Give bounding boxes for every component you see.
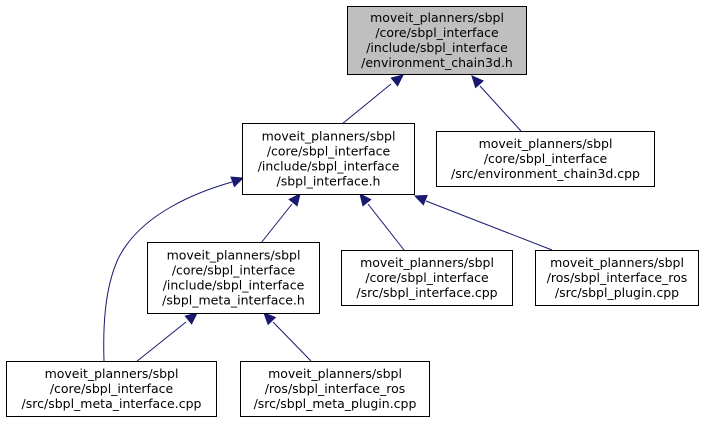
node-label-line: /environment_chain3d.h xyxy=(361,55,513,70)
nodes-layer: moveit_planners/sbpl/core/sbpl_interface… xyxy=(6,6,699,417)
node-label-line: /sbpl_meta_interface.h xyxy=(162,293,305,308)
node-label-line: /src/sbpl_interface.cpp xyxy=(356,285,497,300)
node-box xyxy=(147,242,320,314)
node-box xyxy=(341,250,513,306)
edge-sbpl_interface_cpp-to-sbpl_interface_h xyxy=(359,193,405,251)
node-label-line: /core/sbpl_interface xyxy=(365,270,489,285)
edge-line xyxy=(425,200,553,251)
node-label-line: /include/sbpl_interface xyxy=(258,159,400,174)
edge-line xyxy=(341,83,392,125)
arrowhead xyxy=(184,312,198,325)
node-label-line: /ros/sbpl_interface_ros xyxy=(547,270,688,285)
edge-line xyxy=(135,321,187,363)
node-sbpl_meta_interface_cpp[interactable]: moveit_planners/sbpl/core/sbpl_interface… xyxy=(6,361,217,417)
node-label-line: /ros/sbpl_interface_ros xyxy=(265,381,406,396)
edge-sbpl_meta_interface_cpp-to-sbpl_meta_interface_h xyxy=(135,312,198,363)
node-label-line: moveit_planners/sbpl xyxy=(479,136,613,151)
node-box xyxy=(240,361,430,417)
node-label-line: moveit_planners/sbpl xyxy=(268,366,402,381)
edge-env_chain3d_cpp-to-env_chain3d_h xyxy=(471,75,522,132)
arrowhead xyxy=(390,74,404,87)
arrowhead xyxy=(288,193,301,207)
edge-line xyxy=(103,181,233,362)
edge-sbpl_meta_plugin_cpp-to-sbpl_meta_interface_h xyxy=(263,312,312,362)
node-box xyxy=(6,361,217,417)
arrowhead xyxy=(230,176,245,188)
edge-line xyxy=(479,85,522,132)
node-sbpl_meta_interface_h[interactable]: moveit_planners/sbpl/core/sbpl_interface… xyxy=(147,242,320,314)
arrowhead xyxy=(359,193,372,207)
arrowhead xyxy=(471,75,485,89)
node-label-line: /src/sbpl_meta_interface.cpp xyxy=(22,396,202,411)
node-label-line: moveit_planners/sbpl xyxy=(370,10,504,25)
node-sbpl_meta_plugin_cpp[interactable]: moveit_planners/sbpl/ros/sbpl_interface_… xyxy=(240,361,430,417)
edges-layer xyxy=(103,74,553,363)
node-box xyxy=(436,131,655,187)
node-sbpl_plugin_cpp[interactable]: moveit_planners/sbpl/ros/sbpl_interface_… xyxy=(535,250,699,306)
node-label-line: /src/sbpl_plugin.cpp xyxy=(555,285,679,300)
node-label-line: /include/sbpl_interface xyxy=(366,40,508,55)
node-label-line: /src/sbpl_meta_plugin.cpp xyxy=(254,396,417,411)
node-env_chain3d_cpp[interactable]: moveit_planners/sbpl/core/sbpl_interface… xyxy=(436,131,655,187)
arrowhead xyxy=(263,312,277,326)
edge-sbpl_meta_interface_cpp-to-sbpl_interface_h xyxy=(103,176,245,362)
node-label-line: moveit_planners/sbpl xyxy=(550,255,684,270)
edge-sbpl_interface_h-to-env_chain3d_h xyxy=(341,74,404,125)
edge-sbpl_meta_interface_h-to-sbpl_interface_h xyxy=(260,193,301,244)
edge-sbpl_plugin_cpp-to-sbpl_interface_h xyxy=(413,194,553,251)
edge-line xyxy=(367,203,405,251)
node-sbpl_interface_h[interactable]: moveit_planners/sbpl/core/sbpl_interface… xyxy=(242,123,415,195)
node-box xyxy=(347,6,527,75)
edge-line xyxy=(260,203,293,244)
node-label-line: /core/sbpl_interface xyxy=(375,25,499,40)
node-sbpl_interface_cpp[interactable]: moveit_planners/sbpl/core/sbpl_interface… xyxy=(341,250,513,306)
node-label-line: /include/sbpl_interface xyxy=(163,278,305,293)
node-label-line: /core/sbpl_interface xyxy=(50,381,174,396)
arrowhead xyxy=(413,194,428,206)
node-label-line: /core/sbpl_interface xyxy=(172,263,296,278)
node-env_chain3d_h[interactable]: moveit_planners/sbpl/core/sbpl_interface… xyxy=(347,6,527,75)
node-label-line: /core/sbpl_interface xyxy=(267,144,391,159)
node-label-line: /sbpl_interface.h xyxy=(277,174,381,189)
edge-line xyxy=(272,321,312,362)
node-label-line: moveit_planners/sbpl xyxy=(262,129,396,144)
node-label-line: moveit_planners/sbpl xyxy=(45,366,179,381)
node-label-line: /src/environment_chain3d.cpp xyxy=(451,166,640,181)
node-box xyxy=(242,123,415,195)
node-label-line: moveit_planners/sbpl xyxy=(167,248,301,263)
node-label-line: /core/sbpl_interface xyxy=(484,151,608,166)
node-label-line: moveit_planners/sbpl xyxy=(360,255,494,270)
node-box xyxy=(535,250,699,306)
